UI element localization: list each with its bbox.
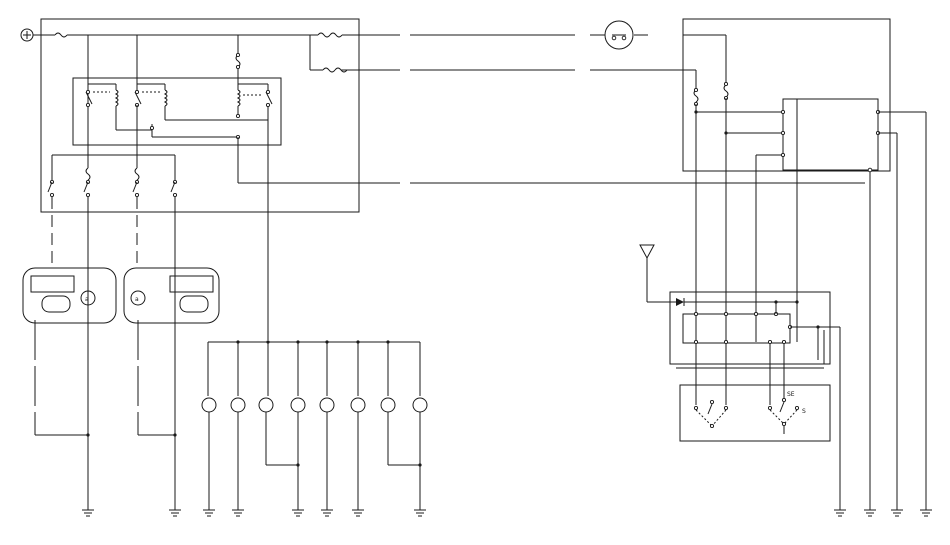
ground-6 xyxy=(321,509,333,517)
lamp-array-bus xyxy=(207,340,421,396)
relay-1 xyxy=(85,84,152,131)
main-fuse xyxy=(54,32,68,38)
battery-positive-terminal xyxy=(20,28,34,42)
lamp-7 xyxy=(380,397,396,413)
lamp-5 xyxy=(319,397,335,413)
antenna-symbol xyxy=(639,244,799,306)
lamp-3 xyxy=(258,397,274,413)
indicator-lamp-top xyxy=(604,20,634,50)
lamp-2 xyxy=(230,397,246,413)
ground-2 xyxy=(169,509,181,517)
switch-s1 xyxy=(47,179,55,198)
mode-switch: SE S xyxy=(693,391,806,434)
ground-1 xyxy=(82,509,94,517)
main-power-bus xyxy=(33,32,726,38)
fuse-a xyxy=(317,32,331,38)
relay-interconnects xyxy=(149,124,865,184)
switch-s2 xyxy=(83,167,91,198)
ground-5 xyxy=(292,509,304,517)
relay-coil-2 xyxy=(163,89,168,107)
fuse-vertical xyxy=(235,54,241,68)
relay-coil-3 xyxy=(236,89,241,107)
second-fuse-branch xyxy=(309,35,697,90)
ground-11 xyxy=(891,509,903,517)
ground-9 xyxy=(834,509,846,517)
switch-s3 xyxy=(132,167,140,198)
ground-3 xyxy=(203,509,215,517)
ground-4 xyxy=(232,509,244,517)
ground-symbols xyxy=(82,509,932,517)
lamp-6 xyxy=(350,397,366,413)
left-control-module xyxy=(40,18,360,213)
headlamp-wiring xyxy=(34,320,177,437)
diode-symbol xyxy=(676,298,684,306)
switch-label-s: S xyxy=(802,408,806,415)
lamp-8 xyxy=(412,397,428,413)
lamp-4 xyxy=(290,397,306,413)
switch-controller-inner xyxy=(682,313,791,344)
ground-8 xyxy=(414,509,426,517)
ground-10 xyxy=(864,509,876,517)
lamp-row xyxy=(201,397,428,413)
relay-2 xyxy=(134,84,268,121)
switch-label-se: SE xyxy=(787,391,795,398)
switch-s4 xyxy=(170,179,178,198)
right-control-module xyxy=(682,18,891,172)
headlamp-left: a xyxy=(22,267,117,324)
right-module-wiring xyxy=(693,35,927,510)
switch-controller xyxy=(669,291,831,365)
svg-text:a: a xyxy=(85,296,89,303)
lamp-1 xyxy=(201,397,217,413)
relay-subassembly xyxy=(72,77,282,146)
relay-coil-1 xyxy=(114,89,119,107)
ground-7 xyxy=(352,509,364,517)
switch-controller-terminals xyxy=(693,302,841,510)
left-module-outputs xyxy=(51,197,176,510)
lamp-ground-wiring xyxy=(208,412,422,510)
headlamp-right: a xyxy=(123,267,220,324)
ground-12 xyxy=(920,509,932,517)
svg-text:a: a xyxy=(135,296,139,303)
mode-switch-housing xyxy=(679,384,831,442)
switch-bank-left xyxy=(47,105,178,198)
relay-3 xyxy=(235,84,273,120)
